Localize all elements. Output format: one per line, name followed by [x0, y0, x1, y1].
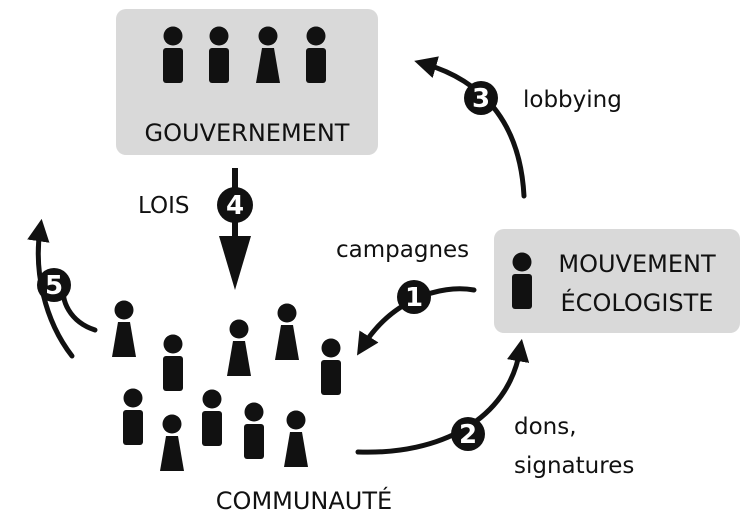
- arrow-campaigns: 1 campagnes: [336, 237, 477, 356]
- step-1-number: 1: [405, 283, 423, 313]
- step-5-number: 5: [45, 271, 63, 301]
- step-2-label-line1: dons,: [514, 414, 577, 440]
- step-3-number: 3: [472, 84, 490, 114]
- movement-label-line2: ÉCOLOGISTE: [561, 288, 714, 317]
- government-label: GOUVERNEMENT: [145, 119, 350, 147]
- community-crowd-icons: [112, 300, 341, 471]
- arrow-donations: 2 dons, signatures: [355, 338, 634, 479]
- step-4-badge: [217, 187, 253, 223]
- government-box: GOUVERNEMENT: [116, 9, 378, 155]
- step-4-number: 4: [226, 191, 244, 221]
- step-1-label: campagnes: [336, 237, 469, 263]
- step-4-label: LOIS: [138, 193, 189, 219]
- arrow-laws: 4 LOIS: [138, 168, 253, 290]
- arrow-lobbying: 3 lobbying: [414, 56, 622, 199]
- step-5-badge: [37, 268, 71, 302]
- movement-box: MOUVEMENT ÉCOLOGISTE: [494, 229, 740, 333]
- step-2-number: 2: [459, 420, 477, 450]
- step-1-badge: [397, 280, 431, 314]
- community-label: COMMUNAUTÉ: [216, 486, 392, 515]
- step-3-badge: [464, 81, 498, 115]
- arrow-outward: 5: [27, 218, 98, 359]
- step-2-badge: [451, 417, 485, 451]
- person-icon: [512, 252, 532, 309]
- step-3-label: lobbying: [523, 87, 622, 113]
- step-2-label-line2: signatures: [514, 453, 634, 479]
- movement-label-line1: MOUVEMENT: [558, 250, 716, 278]
